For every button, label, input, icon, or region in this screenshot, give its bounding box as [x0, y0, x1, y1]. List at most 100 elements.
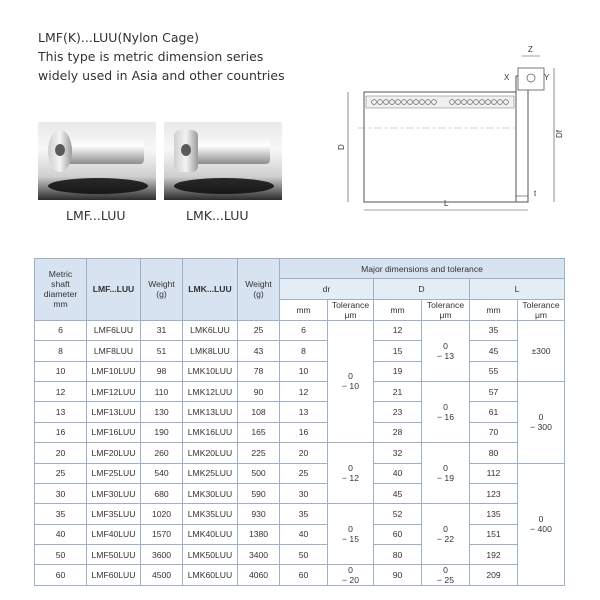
header-lmf: LMF...LUU [86, 258, 141, 321]
cell-shaft: 40 [34, 523, 87, 546]
header-d-mm: mm [373, 298, 422, 321]
header-dr: dr [279, 278, 374, 300]
cell-weight-lmk: 3400 [237, 544, 280, 566]
cell-lmk: LMK40LUU [182, 523, 238, 546]
table-row: 8 LMF8LUU 51 LMK8LUU 43 8 15 45 [34, 340, 565, 362]
cell-dr: 30 [279, 482, 328, 505]
cell-lmf: LMF16LUU [86, 421, 141, 444]
cell-lmf: LMF13LUU [86, 401, 141, 423]
cell-dr: 8 [279, 340, 328, 362]
table-row: 25 LMF25LUU 540 LMK25LUU 500 25 40 112 0… [34, 462, 565, 587]
cell-weight-lmk: 108 [237, 401, 280, 423]
cell-l: 45 [469, 340, 518, 362]
cell-dr: 60 [279, 564, 328, 587]
cell-weight-lmf: 51 [140, 340, 183, 362]
table-row: 16 LMF16LUU 190 LMK16LUU 165 16 28 70 [34, 421, 565, 444]
lmf-product-photo [38, 122, 156, 200]
header-l-mm: mm [469, 298, 518, 321]
l-label: L [444, 199, 449, 208]
cell-dr: 40 [279, 523, 328, 546]
cell-weight-lmk: 43 [237, 340, 280, 362]
cell-d: 45 [373, 482, 422, 505]
product-title: LMF(K)...LUU(Nylon Cage) [38, 30, 199, 45]
cell-weight-lmf: 260 [140, 442, 183, 464]
cell-shaft: 13 [34, 401, 87, 423]
cell-lmk: LMK10LUU [182, 360, 238, 382]
cell-weight-lmk: 4060 [237, 564, 280, 587]
cell-d-tolerance: 0− 22 [421, 503, 470, 566]
cell-d: 52 [373, 503, 422, 525]
cell-d: 60 [373, 523, 422, 546]
cell-weight-lmf: 31 [140, 319, 183, 342]
cell-lmk: LMK6LUU [182, 319, 238, 342]
cell-shaft: 50 [34, 544, 87, 566]
cell-weight-lmf: 680 [140, 482, 183, 505]
cell-lmk: LMK8LUU [182, 340, 238, 362]
cell-shaft: 60 [34, 564, 87, 587]
cell-dr: 16 [279, 421, 328, 444]
cell-shaft: 30 [34, 482, 87, 505]
photo-shadow [174, 178, 274, 194]
cell-lmf: LMF40LUU [86, 523, 141, 546]
cell-weight-lmk: 590 [237, 482, 280, 505]
description-line-2: widely used in Asia and other countries [38, 68, 285, 83]
cell-shaft: 12 [34, 380, 87, 403]
cell-dr-tolerance: 0− 12 [327, 442, 374, 505]
cell-dr: 20 [279, 442, 328, 464]
ball-track [365, 95, 515, 109]
df-label: Df [555, 129, 564, 138]
cell-d: 23 [373, 401, 422, 423]
table-row: 40 LMF40LUU 1570 LMK40LUU 1380 40 60 151 [34, 523, 565, 546]
flange-hole-detail [517, 67, 545, 91]
cell-weight-lmk: 165 [237, 421, 280, 444]
cell-lmf: LMF12LUU [86, 380, 141, 403]
cell-weight-lmf: 190 [140, 421, 183, 444]
cell-shaft: 16 [34, 421, 87, 444]
cell-shaft: 25 [34, 462, 87, 484]
z-label: Z [528, 45, 533, 54]
bearing-body [190, 138, 270, 164]
cell-lmf: LMF25LUU [86, 462, 141, 484]
table-row: 50 LMF50LUU 3600 LMK50LUU 3400 50 80 192 [34, 544, 565, 566]
cell-lmf: LMF6LUU [86, 319, 141, 342]
cell-l: 123 [469, 482, 518, 505]
cell-weight-lmf: 110 [140, 380, 183, 403]
cell-weight-lmf: 1570 [140, 523, 183, 546]
cell-weight-lmk: 78 [237, 360, 280, 382]
cell-dr: 50 [279, 544, 328, 566]
cell-d: 32 [373, 442, 422, 464]
cell-d-tolerance: 0− 25 [421, 564, 470, 587]
intro-text: LMF(K)...LUU(Nylon Cage) This type is me… [38, 28, 338, 85]
header-d: D [373, 278, 470, 300]
cell-dr: 35 [279, 503, 328, 525]
cell-d: 12 [373, 319, 422, 342]
cell-lmf: LMF35LUU [86, 503, 141, 525]
cell-d: 90 [373, 564, 422, 587]
cell-weight-lmf: 4500 [140, 564, 183, 587]
cell-l: 192 [469, 544, 518, 566]
cell-l: 70 [469, 421, 518, 444]
cell-lmk: LMK25LUU [182, 462, 238, 484]
cell-dr: 13 [279, 401, 328, 423]
cell-lmf: LMF60LUU [86, 564, 141, 587]
bearing-bore [181, 144, 191, 156]
cell-lmk: LMK20LUU [182, 442, 238, 464]
cell-d: 15 [373, 340, 422, 362]
table-row: 20 LMF20LUU 260 LMK20LUU 225 20 0− 12 32… [34, 442, 565, 505]
cell-d: 40 [373, 462, 422, 484]
cell-weight-lmf: 3600 [140, 544, 183, 566]
cell-lmk: LMK16LUU [182, 421, 238, 444]
cell-d: 80 [373, 544, 422, 566]
cell-dr-tolerance: 0− 20 [327, 564, 374, 587]
cell-lmk: LMK13LUU [182, 401, 238, 423]
bearing-outline [363, 91, 517, 203]
cell-lmk: LMK35LUU [182, 503, 238, 525]
technical-drawing: D Df L t Z X Y [337, 45, 564, 211]
lmk-product-photo [164, 122, 282, 200]
cell-shaft: 20 [34, 442, 87, 464]
cell-weight-lmk: 930 [237, 503, 280, 525]
header-l: L [469, 278, 565, 300]
